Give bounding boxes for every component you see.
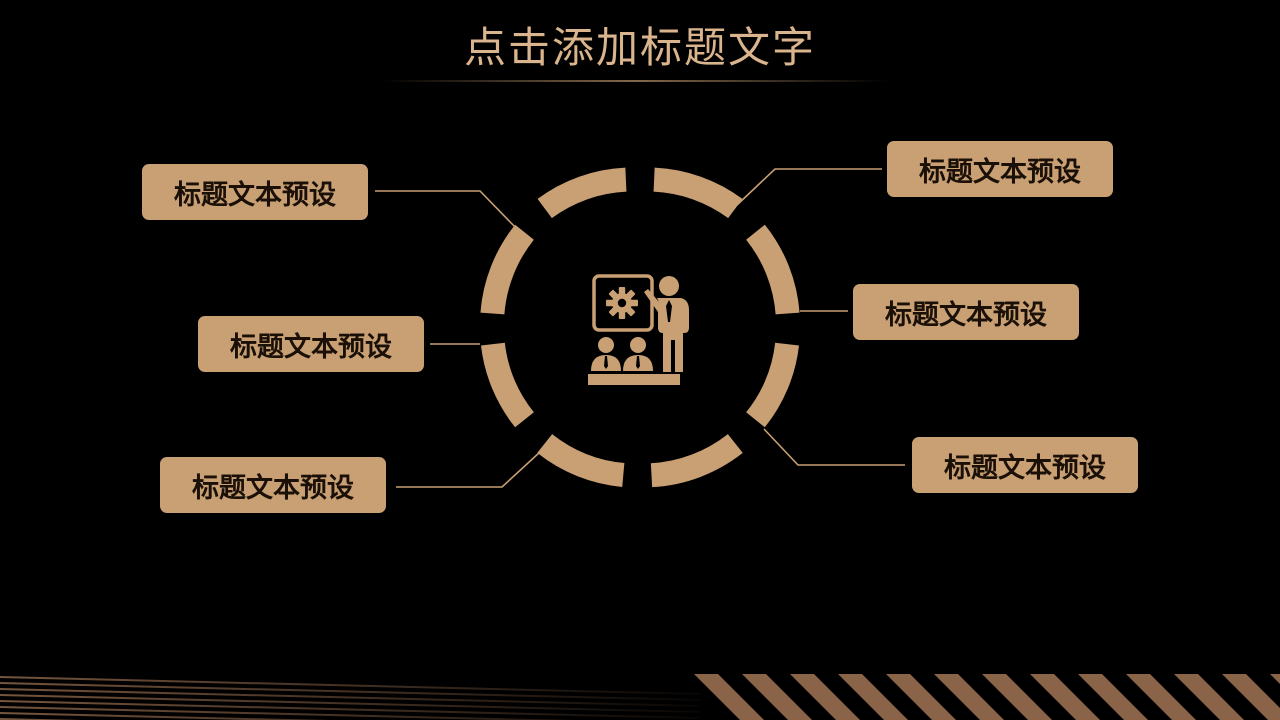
ring-segment-top-left [537,167,627,219]
connector-bottom-left [396,451,541,488]
presenter-figure [644,276,689,372]
connector-top-left [375,190,517,229]
label-box-middle-right[interactable]: 标题文本预设 [853,284,1079,340]
label-box-top-right[interactable]: 标题文本预设 [887,141,1113,197]
label-box-top-left[interactable]: 标题文本预设 [142,164,368,220]
footer-stripe-decoration [0,674,1280,720]
presenter-with-gear-board-and-audience-icon [588,274,689,385]
ring-segment-right-upper [745,224,800,315]
connector-bottom-right [763,428,905,466]
ring-segment-left-lower [480,342,535,428]
ring-segment-left-upper [480,224,535,315]
label-box-bottom-right[interactable]: 标题文本预设 [912,437,1138,493]
label-box-bottom-left[interactable]: 标题文本预设 [160,457,386,513]
ring-segment-bottom-left [537,433,625,487]
gear-icon [606,287,638,319]
ring-segment-top-right [653,167,743,219]
audience-figures [591,337,653,371]
title-underline [380,80,890,82]
ring-segment-bottom-right [650,433,743,488]
slide-title: 点击添加标题文字 [463,23,816,72]
ring-segment-right-lower [745,342,800,428]
label-box-middle-left[interactable]: 标题文本预设 [198,316,424,372]
connector-top-right [736,168,882,206]
desk-bar [588,374,680,385]
